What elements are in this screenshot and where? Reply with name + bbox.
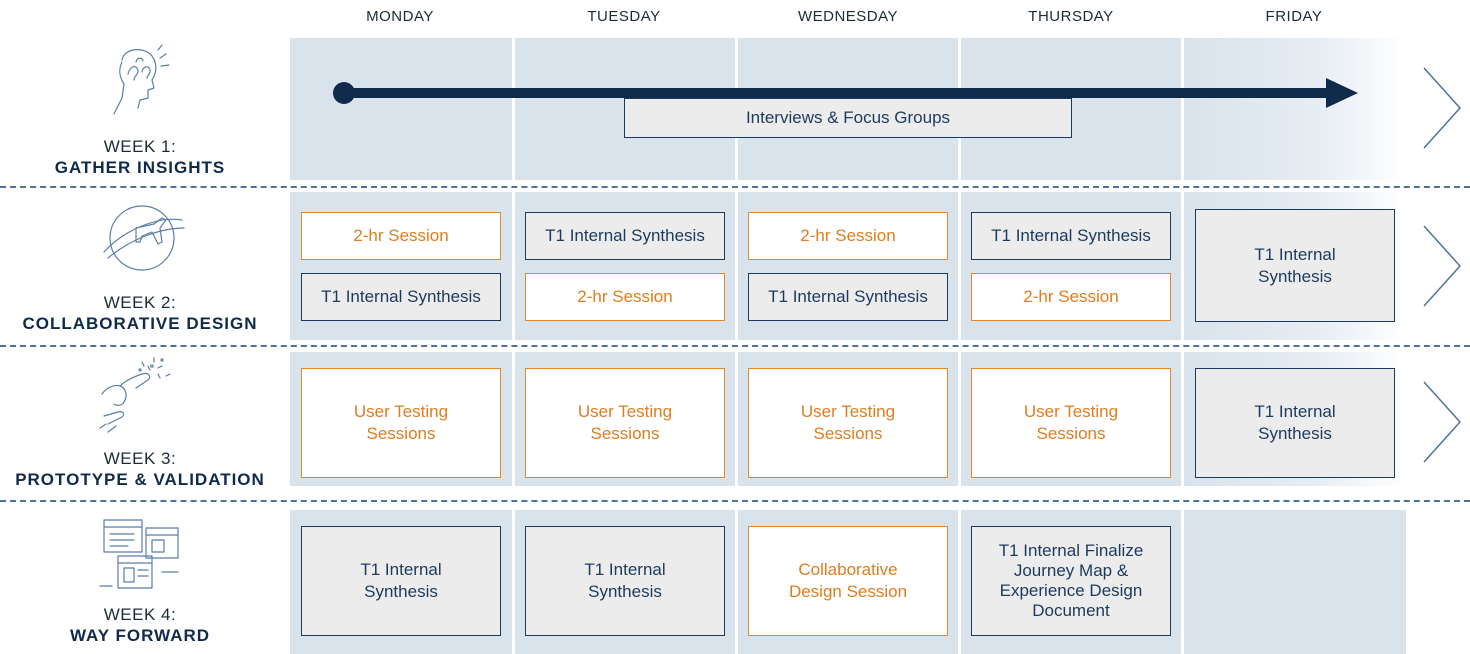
week-title: COLLABORATIVE DESIGN (22, 314, 258, 333)
day-header-wednesday: WEDNESDAY (797, 8, 899, 25)
week-title: PROTOTYPE & VALIDATION (15, 470, 265, 489)
synthesis-box: T1 Internal Synthesis (525, 212, 725, 260)
synthesis-box: T1 Internal Synthesis (301, 526, 501, 636)
synthesis-box: T1 Internal Synthesis (1195, 368, 1395, 478)
hand-sparkle-icon (99, 357, 171, 433)
thinking-person-icon (113, 44, 170, 115)
week-title: GATHER INSIGHTS (54, 158, 226, 177)
chevron-right-icon (1423, 225, 1462, 307)
week-number: WEEK 2: (103, 293, 177, 312)
finalize-box: T1 Internal Finalize Journey Map & Exper… (971, 526, 1171, 636)
cell-bg (1184, 510, 1406, 654)
session-box: 2-hr Session (301, 212, 501, 260)
synthesis-box: T1 Internal Synthesis (748, 273, 948, 321)
testing-box: User Testing Sessions (971, 368, 1171, 478)
day-header-friday: FRIDAY (1265, 8, 1323, 25)
design-session-box: Collaborative Design Session (748, 526, 948, 636)
week-number: WEEK 3: (103, 449, 177, 468)
globe-airplane-icon (103, 205, 185, 271)
day-header-tuesday: TUESDAY (587, 8, 661, 25)
week-4-label: WEEK 4: WAY FORWARD (0, 604, 280, 646)
cell-bg (290, 38, 512, 180)
session-box: 2-hr Session (525, 273, 725, 321)
day-header-monday: MONDAY (366, 8, 434, 25)
synthesis-box: T1 Internal Synthesis (301, 273, 501, 321)
timeline-activity-box: Interviews & Focus Groups (624, 98, 1072, 138)
chevron-right-icon (1423, 67, 1462, 149)
week-separator (0, 186, 1470, 188)
synthesis-box: T1 Internal Synthesis (1195, 209, 1395, 322)
week-number: WEEK 1: (103, 137, 177, 156)
session-box: 2-hr Session (748, 212, 948, 260)
session-box: 2-hr Session (971, 273, 1171, 321)
cell-bg (1184, 38, 1406, 180)
week-1-label: WEEK 1: GATHER INSIGHTS (0, 136, 280, 178)
testing-box: User Testing Sessions (748, 368, 948, 478)
week-number: WEEK 4: (103, 605, 177, 624)
timeline-arrow (333, 78, 1358, 108)
testing-box: User Testing Sessions (301, 368, 501, 478)
testing-box: User Testing Sessions (525, 368, 725, 478)
synthesis-box: T1 Internal Synthesis (525, 526, 725, 636)
week-separator (0, 345, 1470, 347)
week-separator (0, 500, 1470, 502)
day-header-thursday: THURSDAY (1028, 8, 1114, 25)
week-title: WAY FORWARD (69, 626, 211, 645)
week-2-label: WEEK 2: COLLABORATIVE DESIGN (0, 292, 280, 334)
chevron-right-icon (1423, 381, 1462, 463)
browser-windows-icon (99, 519, 179, 589)
synthesis-box: T1 Internal Synthesis (971, 212, 1171, 260)
week-3-label: WEEK 3: PROTOTYPE & VALIDATION (0, 448, 280, 490)
